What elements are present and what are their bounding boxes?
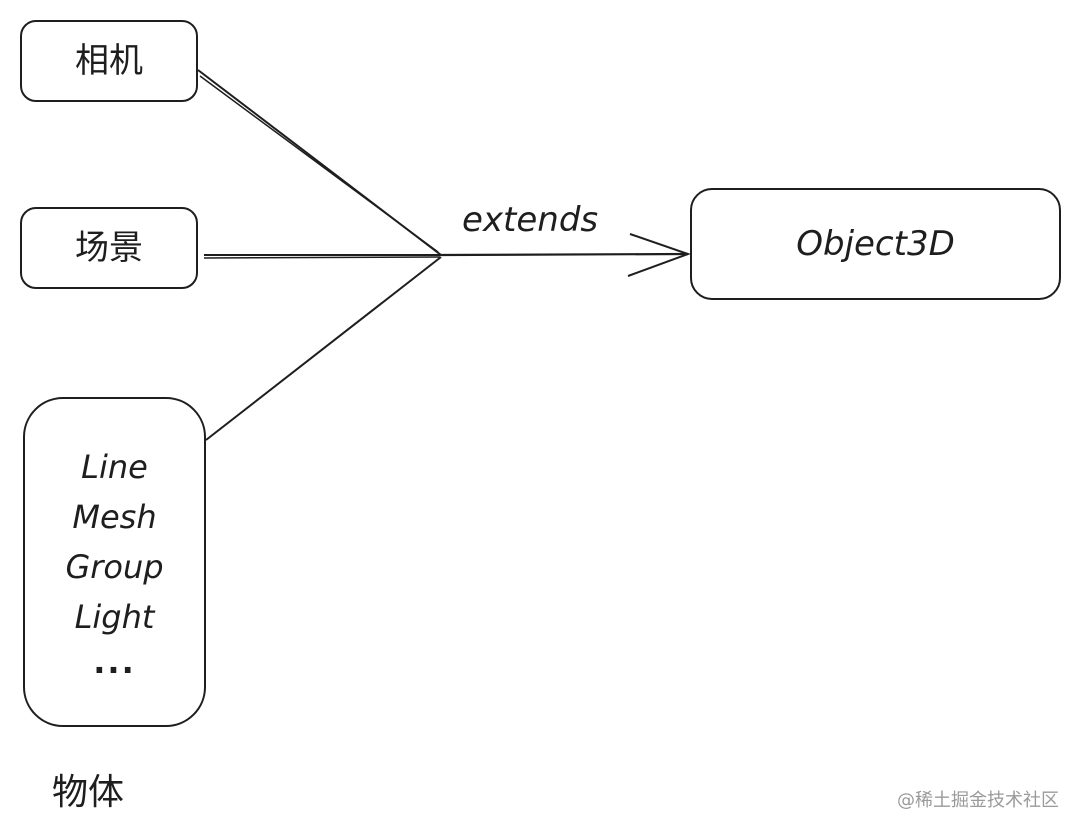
- object3d-node: Object3D: [690, 188, 1061, 300]
- camera-node: 相机: [20, 20, 198, 102]
- objects-node: Line Mesh Group Light ...: [23, 397, 206, 727]
- object-item-ellipsis: ...: [93, 643, 136, 681]
- object-item-line: Line: [81, 448, 148, 486]
- camera-label: 相机: [75, 41, 143, 81]
- object-item-light: Light: [74, 598, 155, 636]
- scene-node: 场景: [20, 207, 198, 289]
- object-item-mesh: Mesh: [72, 498, 157, 536]
- edge-objects: [205, 256, 442, 441]
- arrow-head: [627, 233, 691, 277]
- edge-label-extends: extends: [462, 200, 599, 240]
- object3d-label: Object3D: [796, 224, 955, 264]
- objects-caption: 物体: [52, 772, 125, 813]
- object-item-group: Group: [65, 548, 164, 586]
- edge-scene-sketch: [203, 256, 441, 259]
- edge-camera-sketch: [199, 75, 439, 253]
- watermark: @稀土掘金技术社区: [897, 790, 1059, 811]
- edge-main: [440, 252, 689, 257]
- scene-label: 场景: [75, 228, 143, 268]
